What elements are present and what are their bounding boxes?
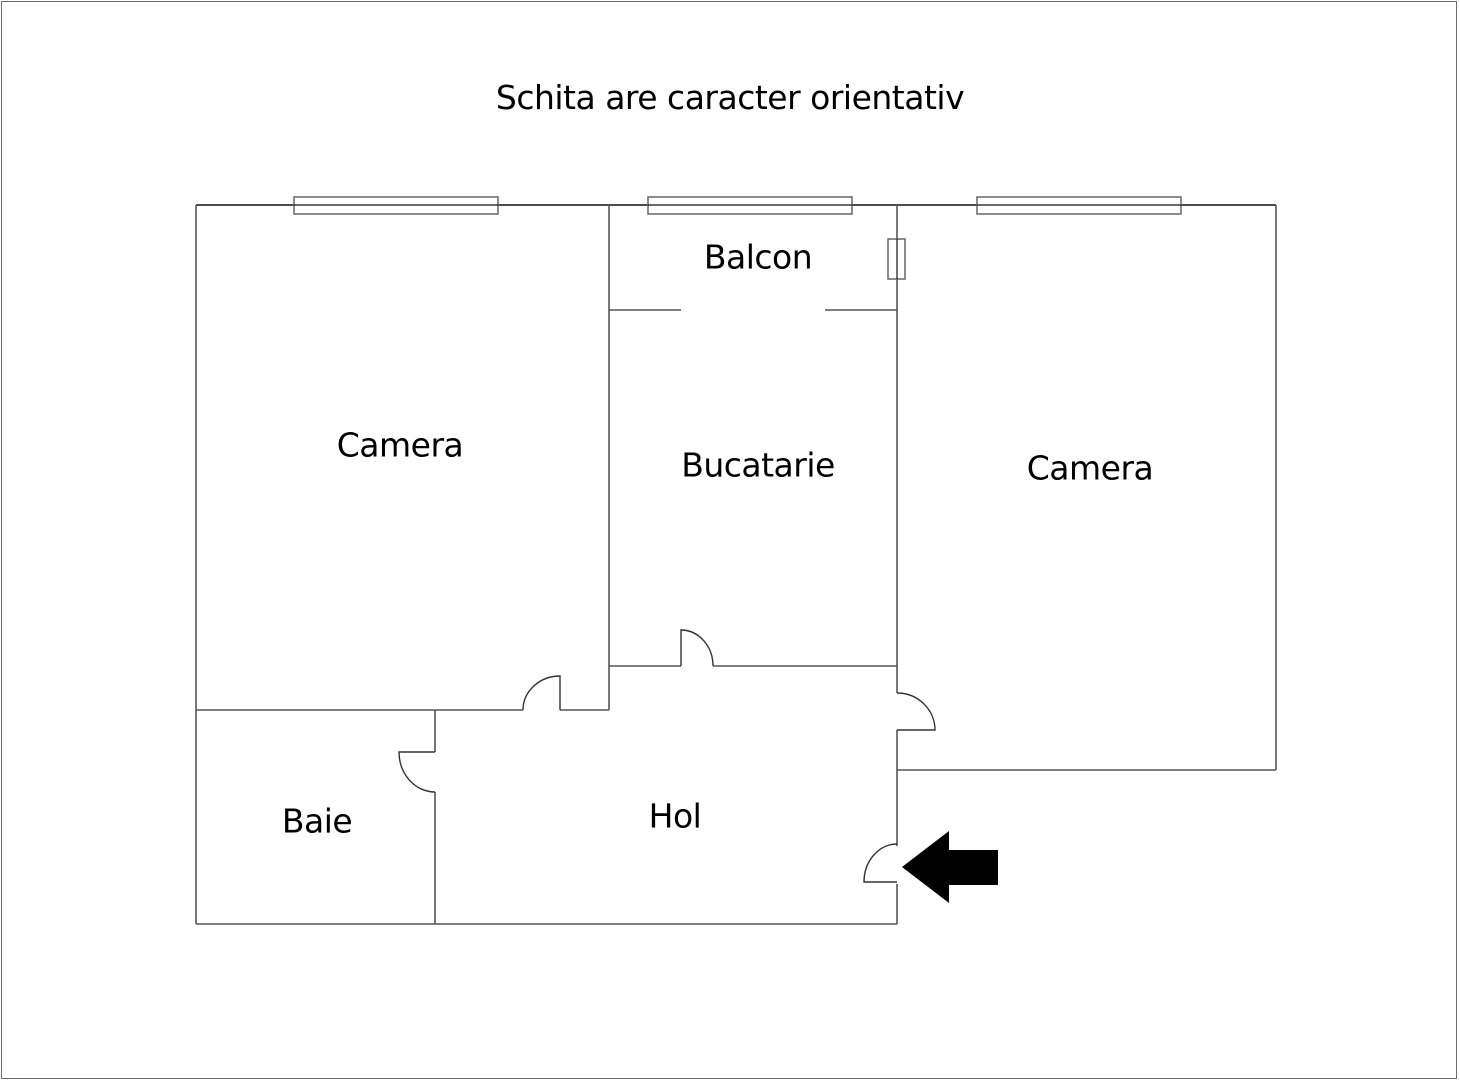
- room-label-balcon: Balcon: [703, 237, 813, 277]
- room-label-baie: Baie: [281, 801, 353, 841]
- room-label-camera-left: Camera: [336, 425, 464, 465]
- entrance-arrow-icon: [902, 831, 998, 903]
- plan-title: Schita are caracter orientativ: [495, 78, 965, 117]
- door-entrance: [863, 843, 898, 883]
- door-camera-left: [522, 675, 561, 711]
- room-label-hol: Hol: [648, 796, 702, 836]
- room-label-bucatarie: Bucatarie: [681, 445, 835, 485]
- door-kitchen: [680, 629, 714, 667]
- door-camera-right: [896, 692, 936, 731]
- door-baie: [398, 751, 436, 793]
- room-label-camera-right: Camera: [1026, 448, 1154, 488]
